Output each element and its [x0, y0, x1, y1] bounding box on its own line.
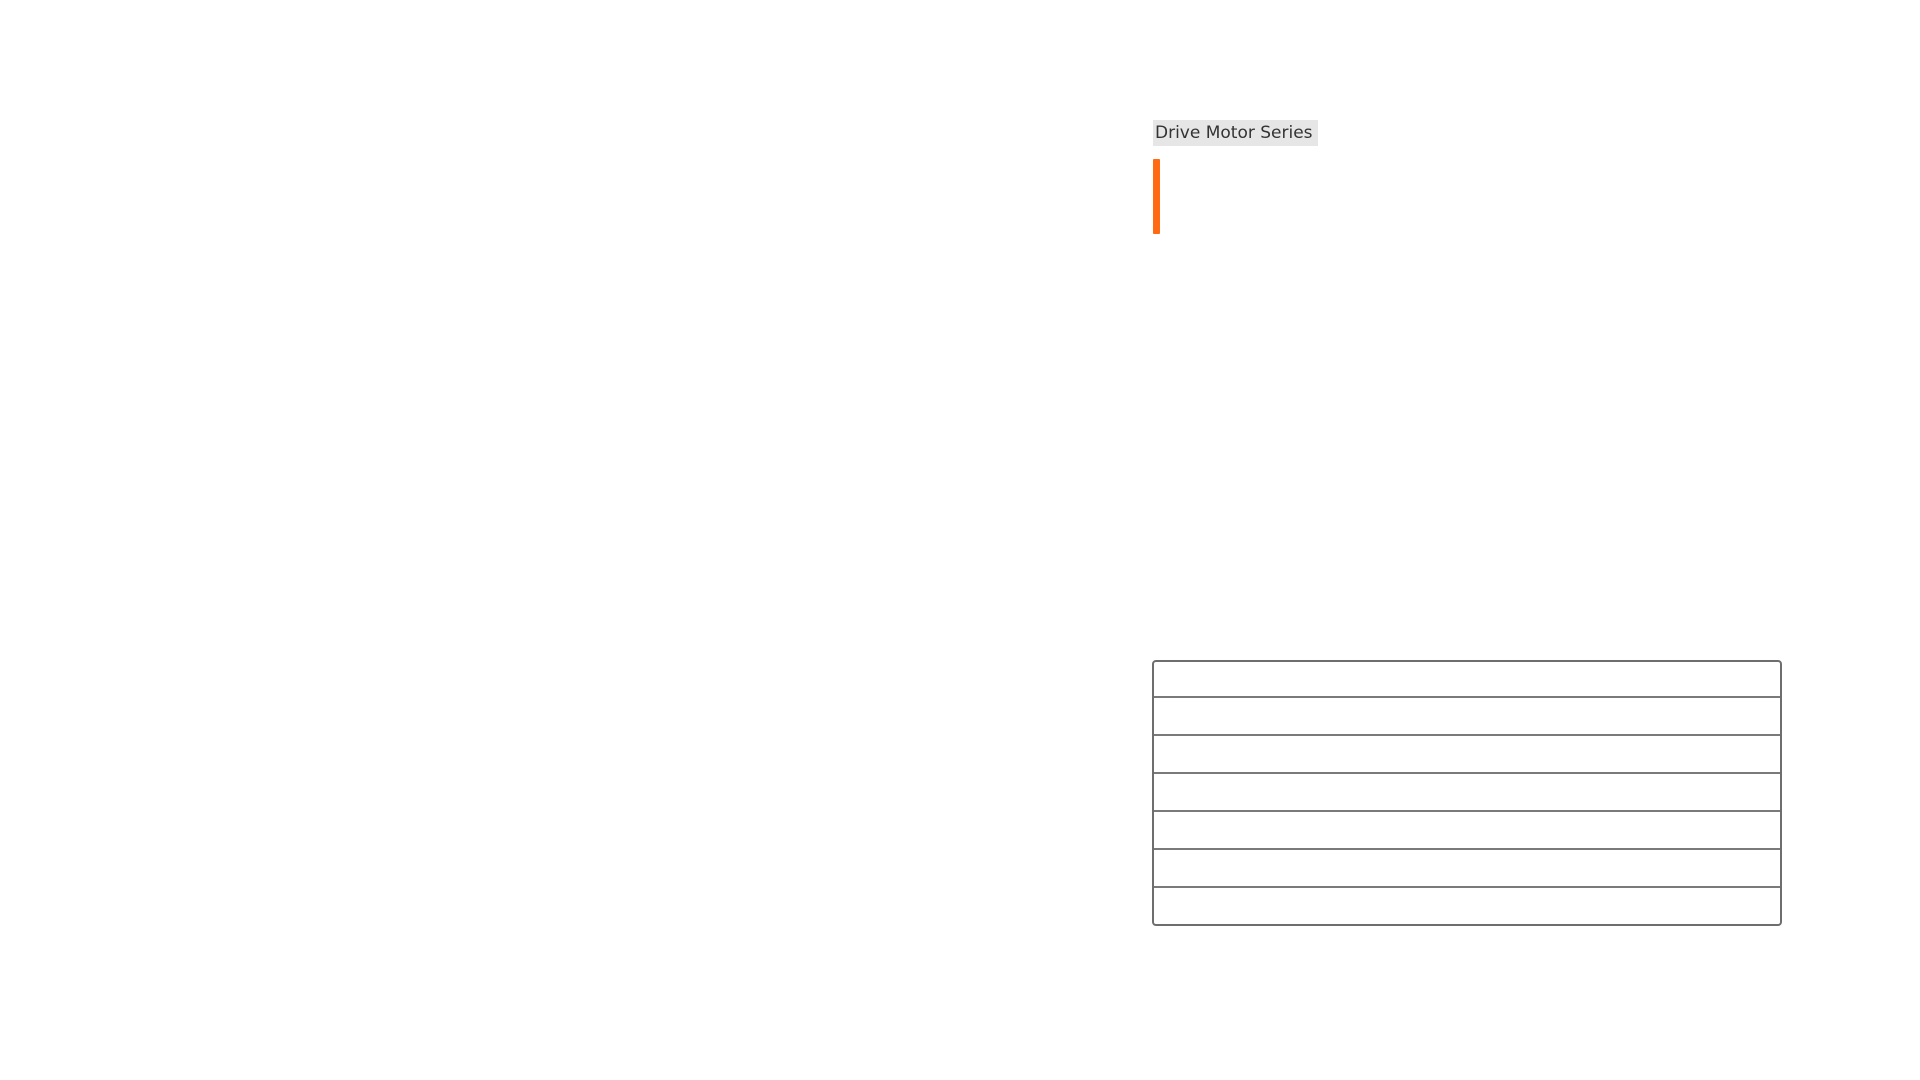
table-row	[1154, 772, 1780, 810]
table-row	[1154, 696, 1780, 734]
accent-bar	[1153, 159, 1160, 234]
product-image-area	[0, 0, 1150, 1080]
spec-table	[1152, 660, 1782, 926]
table-row	[1154, 848, 1780, 886]
table-row	[1154, 810, 1780, 848]
table-row	[1154, 886, 1780, 924]
table-row	[1154, 662, 1780, 696]
series-tag: Drive Motor Series	[1153, 120, 1318, 146]
table-row	[1154, 734, 1780, 772]
